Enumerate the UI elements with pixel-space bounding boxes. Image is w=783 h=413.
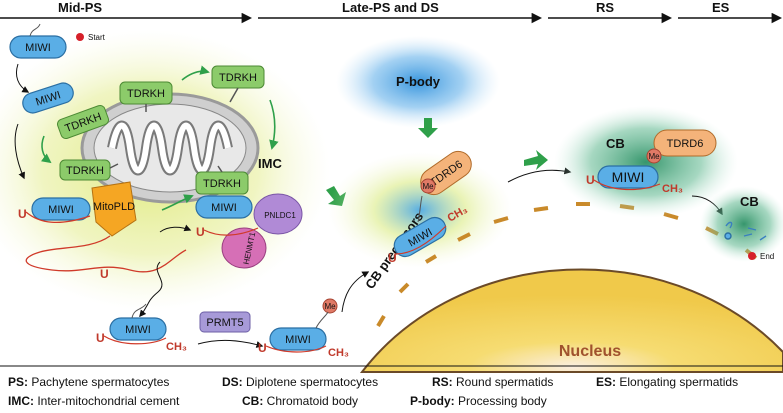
miwi-label: MIWI xyxy=(125,324,151,336)
green-arrow-right xyxy=(524,150,548,170)
prmt5-label: PRMT5 xyxy=(206,317,243,329)
flow-arrow xyxy=(14,123,25,180)
pnldc1-label: PNLDC1 xyxy=(264,211,296,220)
legend-item: DS: Diplotene spermatocytes xyxy=(222,375,378,389)
imc-label: IMC xyxy=(258,156,282,171)
miwi-pnldc1-henmt1-complex: MIWI PNLDC1 HENMT1 U xyxy=(159,193,303,269)
legend-text: Diplotene spermatocytes xyxy=(243,375,378,389)
u-label: U xyxy=(96,331,105,345)
me-label: Me xyxy=(422,182,434,191)
miwi-label: MIWI xyxy=(48,204,74,216)
legend-text: Elongating spermatids xyxy=(616,375,738,389)
u-label: U xyxy=(100,267,109,281)
green-arrow-down xyxy=(418,118,438,138)
legend-item: PS: Pachytene spermatocytes xyxy=(8,375,169,389)
nucleus-label: Nucleus xyxy=(559,343,621,360)
legend-key: P-body: xyxy=(410,394,455,408)
legend-item: ES: Elongating spermatids xyxy=(596,375,738,389)
miwi-label: MIWI xyxy=(612,169,645,185)
u-label: U xyxy=(388,251,397,265)
start-dot xyxy=(76,33,84,41)
ch3-label: CH₃ xyxy=(662,183,683,195)
flow-arrow xyxy=(139,261,163,318)
pirna-precursor xyxy=(25,235,187,273)
prmt5-box xyxy=(199,311,251,333)
stage-timeline: Mid-PS Late-PS and DS RS ES xyxy=(0,0,783,24)
miwi-label: MIWI xyxy=(25,42,51,54)
u-label: U xyxy=(586,173,595,187)
cb-label: CB xyxy=(740,194,759,209)
ch3-label: CH₃ xyxy=(328,347,349,359)
legend-text: Round spermatids xyxy=(453,375,554,389)
stage-label-late-ps-ds: Late-PS and DS xyxy=(342,0,439,15)
legend-key: PS: xyxy=(8,375,28,389)
stage-label-rs: RS xyxy=(596,0,614,15)
flow-arrow xyxy=(15,63,30,93)
flow-arrow xyxy=(197,339,264,348)
tdrkh-label: TDRKH xyxy=(66,165,104,177)
legend: PS: Pachytene spermatocytes DS: Diploten… xyxy=(8,375,738,408)
cb-label: CB xyxy=(606,136,625,151)
miwi-me-methylated: MIWI Me U CH₃ xyxy=(258,298,349,359)
end-label: End xyxy=(760,252,774,261)
tdrkh-box xyxy=(56,104,110,140)
miwi-mitopld-complex: MitoPLD MIWI U U xyxy=(18,181,187,281)
stage-label-es: ES xyxy=(712,0,730,15)
end-dot xyxy=(748,252,756,260)
legend-item: IMC: Inter-mitochondrial cement xyxy=(8,394,180,408)
start-label: Start xyxy=(88,33,106,42)
u-label: U xyxy=(258,341,267,355)
legend-text: Processing body xyxy=(455,394,547,408)
tdrd6-miwi-complex-rs: TDRD6 Me MIWI U CH₃ xyxy=(586,129,717,195)
legend-key: ES: xyxy=(596,375,616,389)
mitopld-label: MitoPLD xyxy=(93,201,135,213)
p-body-cloud xyxy=(336,36,500,128)
ch3-label: CH₃ xyxy=(166,341,187,353)
u-label: U xyxy=(196,225,205,239)
legend-text: Inter-mitochondrial cement xyxy=(34,394,180,408)
me-label: Me xyxy=(324,302,336,311)
p-body-label: P-body xyxy=(396,74,441,89)
mitochondrion xyxy=(80,92,260,204)
nucleus xyxy=(359,268,783,373)
legend-key: RS: xyxy=(432,375,453,389)
tdrd6-miwi-complex-late: TDRD6 Me MIWI U CH₃ xyxy=(388,150,472,265)
flow-arrow xyxy=(341,271,370,313)
legend-key: IMC: xyxy=(8,394,34,408)
tdrkh-label: TDRKH xyxy=(127,88,165,100)
tdrkh-label: TDRKH xyxy=(203,178,241,190)
legend-item: P-body: Processing body xyxy=(410,394,547,408)
stage-label-mid-ps: Mid-PS xyxy=(58,0,102,15)
miwi-label: MIWI xyxy=(285,334,311,346)
green-cycle-arrows xyxy=(40,65,279,211)
legend-item: RS: Round spermatids xyxy=(432,375,553,389)
legend-text: Chromatoid body xyxy=(263,394,358,408)
miwi-docked: MIWI xyxy=(22,82,74,114)
miwi-start: MIWI xyxy=(9,23,67,59)
legend-key: DS: xyxy=(222,375,243,389)
legend-key: CB: xyxy=(242,394,263,408)
u-label: U xyxy=(18,207,27,221)
me-label: Me xyxy=(648,152,660,161)
dispersed-fragments xyxy=(724,221,767,241)
tdrkh-box xyxy=(59,159,111,181)
tdrd6-label: TDRD6 xyxy=(667,138,704,150)
legend-item: CB: Chromatoid body xyxy=(242,394,358,408)
cb-cloud-es xyxy=(700,186,783,262)
legend-text: Pachytene spermatocytes xyxy=(28,375,169,389)
miwi-methylated-pirna: MIWI U CH₃ xyxy=(96,303,187,353)
tdrkh-label: TDRKH xyxy=(219,72,257,84)
miwi-label: MIWI xyxy=(211,202,237,214)
